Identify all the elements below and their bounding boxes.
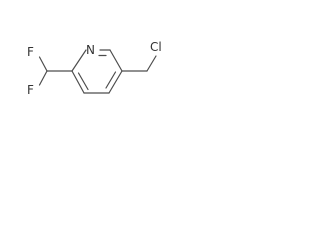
nitrogen-atom-label: N	[86, 43, 95, 57]
fluorine-bottom-atom-label: F	[27, 83, 34, 97]
bond-c2-n1	[71, 49, 87, 72]
chemical-structure: N F F Cl	[27, 40, 162, 97]
bond-c5-c6	[109, 49, 123, 72]
fluorine-top-atom-label: F	[27, 45, 34, 59]
atom-labels: N F F Cl	[27, 40, 162, 97]
bond-c4-c5-inner	[105, 71, 117, 89]
bonds	[38, 49, 157, 94]
bond-cf2-f-top	[38, 56, 48, 72]
bond-c2-c3-inner	[77, 72, 89, 91]
chlorine-atom-label: Cl	[150, 40, 162, 54]
bond-cf2-f-bottom	[38, 70, 48, 86]
bond-c4-c5	[108, 70, 123, 94]
bond-c2-c3	[71, 70, 85, 94]
bond-ch2-cl	[146, 55, 157, 72]
